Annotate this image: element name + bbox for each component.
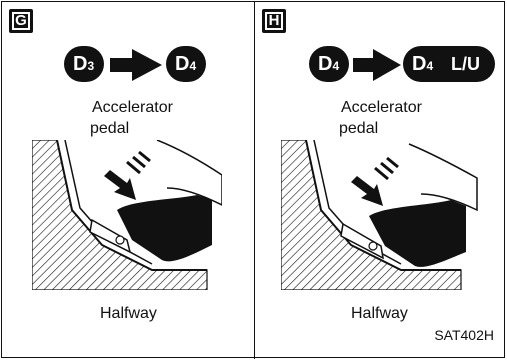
gear-to-badge: D4 L/U <box>403 46 495 82</box>
panel-letter: G <box>12 12 30 30</box>
caption-line-1: Accelerator <box>341 99 422 116</box>
panel-letter-badge: G <box>9 9 33 33</box>
gear-to-badge: D4 <box>166 46 206 82</box>
gear-from-label: D4 <box>318 53 340 75</box>
position-label: Halfway <box>351 305 408 322</box>
gear-from-label: D3 <box>73 53 95 75</box>
gear-from-badge: D3 <box>64 46 104 82</box>
panel-h: H D4 D4 L/U Accelerator pedal <box>254 2 507 359</box>
panel-letter-badge: H <box>262 9 286 33</box>
panel-letter: H <box>265 12 283 30</box>
panel-g: G D3 D4 Accelerator pedal <box>2 2 254 359</box>
shift-arrow-icon <box>110 49 162 81</box>
gear-from-badge: D4 <box>309 46 349 82</box>
lockup-label: L/U <box>451 54 480 74</box>
caption-line-2: pedal <box>90 120 130 137</box>
position-label: Halfway <box>100 305 157 322</box>
caption-line-2: pedal <box>339 120 379 137</box>
accelerator-pedal-illustration <box>32 140 222 290</box>
shift-arrow-icon <box>353 49 401 81</box>
accelerator-pedal-illustration <box>281 140 478 290</box>
gear-to-label: D4 <box>412 53 434 75</box>
caption-line-1: Accelerator <box>92 99 173 116</box>
gear-to-label: D4 <box>175 53 197 75</box>
figure-code: SAT402H <box>434 327 494 343</box>
